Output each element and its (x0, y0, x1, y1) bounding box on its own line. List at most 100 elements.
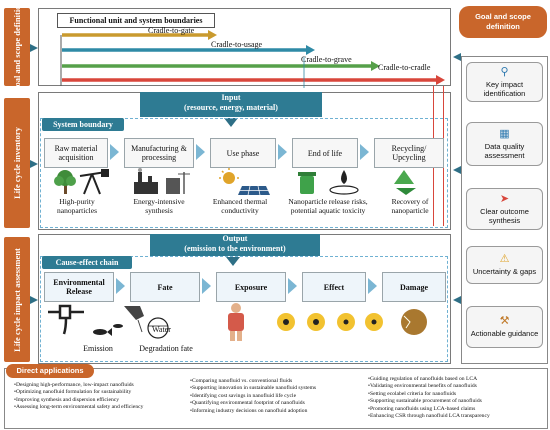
radiation-icon-2 (365, 313, 383, 331)
water-label: Water (152, 325, 171, 334)
bar-label-usage: Cradle-to-usage (211, 40, 263, 49)
cause-effect-label: Cause-effect chain (42, 256, 132, 269)
biohazard-icon (277, 313, 295, 331)
band-impact-label: Life cycle impact assessment (12, 247, 23, 352)
pouring-hand-icon (124, 306, 144, 333)
application-item: Validating environmental benefits of nan… (368, 383, 544, 390)
card-actionable-label: Actionable guidance (470, 329, 539, 338)
applications-col-3: Guiding regulation of nanofluids based o… (368, 376, 544, 420)
application-item: Quantifying environmental footprint of n… (190, 400, 360, 407)
step-end-of-life: End of life (292, 138, 358, 168)
recycle-bin-icon (298, 172, 316, 194)
power-plant-icon (166, 172, 190, 194)
application-item: Assessing long-term environmental safety… (14, 404, 184, 411)
band-inventory: Life cycle inventory (4, 98, 30, 228)
caption-emission: Emission (83, 344, 113, 353)
card-data-quality: ▦ Data quality assessment (466, 122, 543, 166)
application-item: Identifying cost savings in nanofluid li… (190, 393, 360, 400)
chevron-icon (196, 144, 205, 160)
goal-title: Functional unit and system boundaries (57, 13, 215, 28)
beaker-icon (147, 317, 169, 339)
pin-icon: ➤ (499, 192, 510, 205)
drop-ripple-icon (329, 170, 359, 195)
magnifier-icon: ⚲ (500, 65, 509, 78)
bar-label-gate: Cradle-to-gate (148, 26, 195, 35)
step-fate: Fate (130, 272, 200, 302)
damaged-earth-icon (401, 309, 427, 335)
bar-label-cradle: Cradle-to-cradle (378, 63, 431, 72)
chevron-icon (202, 278, 211, 294)
step-exposure: Exposure (216, 272, 286, 302)
card-data-quality-label: Data quality assessment (484, 141, 525, 160)
chevron-icon (368, 278, 377, 294)
card-uncertainty-label: Uncertainty & gaps (472, 267, 537, 276)
step-effect: Effect (302, 272, 366, 302)
band-goal-scope: Goal and scope definition (4, 1, 30, 93)
input-down-arrow (224, 118, 238, 127)
step-damage: Damage (382, 272, 446, 302)
application-item: Guiding regulation of nanofluids based o… (368, 376, 544, 383)
chevron-icon (116, 278, 125, 294)
caption-eol: Nanoparticle release risks, potential aq… (288, 197, 368, 215)
step-release: Environmental Release (44, 272, 114, 302)
application-item: Informing industry decisions on nanoflui… (190, 408, 360, 415)
band-inventory-label: Life cycle inventory (12, 127, 23, 199)
leaking-pipe-icon (48, 304, 84, 335)
application-item: Designing high-performance, low-impact n… (14, 382, 184, 389)
card-clear-outcome: ➤ Clear outcome synthesis (466, 188, 543, 230)
application-item: Comparing nanofluid vs. conventional flu… (190, 378, 360, 385)
caption-recycling: Recovery of nanoparticle (391, 197, 429, 215)
card-actionable: ⚒ Actionable guidance (466, 306, 543, 348)
application-item: Supporting sustainable procurement of na… (368, 398, 544, 405)
applications-col-1: Designing high-performance, low-impact n… (14, 382, 184, 412)
application-item: Enhancing CSR through nanofluid LCA tran… (368, 413, 544, 420)
tools-icon: ⚒ (499, 315, 510, 327)
output-down-arrow (226, 257, 240, 266)
band-impact-assessment: Life cycle impact assessment (4, 237, 30, 362)
bar-label-grave: Cradle-to-grave (301, 55, 352, 64)
step-use-phase: Use phase (210, 138, 276, 168)
solar-panel-icon (238, 185, 270, 196)
system-boundary-frame (40, 118, 448, 228)
application-item: Optimizing nanofluid formulation for sus… (14, 389, 184, 396)
card-uncertainty: ⚠ Uncertainty & gaps (466, 246, 543, 284)
chevron-icon (288, 278, 297, 294)
boundary-bars (60, 30, 445, 88)
system-boundary-label: System boundary (42, 118, 124, 131)
cause-effect-frame (40, 256, 448, 362)
caption-use: Enhanced thermal conductivity (212, 197, 268, 215)
application-item: Setting ecolabel criteria for nanofluids (368, 391, 544, 398)
fish-icon (93, 324, 123, 336)
warning-icon: ⚠ (499, 253, 510, 265)
band-goal-scope-label: Goal and scope definition (12, 0, 22, 94)
caption-degradation: Degradation fate (139, 344, 193, 353)
right-header: Goal and scope definition (459, 6, 547, 38)
factory-icon (134, 168, 158, 194)
band-arrows (30, 44, 38, 304)
human-body-icon (228, 303, 244, 341)
application-item: Promoting nanofluids using LCA-based cla… (368, 406, 544, 413)
oil-pump-icon (79, 169, 109, 195)
card-key-impact-label: Key impact identification (483, 79, 526, 98)
applications-title: Direct applications (6, 364, 94, 378)
output-box: Output (emission to the environment) (150, 234, 320, 256)
inventory-steps: Raw material acquisition Manufacturing &… (44, 138, 444, 168)
recycle-icon (394, 170, 416, 195)
step-manufacturing: Manufacturing & processing (124, 138, 194, 168)
right-panel (461, 56, 548, 364)
right-arrows (453, 53, 461, 304)
application-item: Supporting innovation in sustainable nan… (190, 385, 360, 392)
impact-icons (48, 303, 427, 341)
applications-col-2: Comparing nanofluid vs. conventional flu… (190, 378, 360, 415)
chevron-icon (278, 144, 287, 160)
bar-chart-icon: ▦ (499, 127, 510, 140)
caption-raw: High-purity nanoparticles (57, 197, 97, 215)
step-recycling: Recycling/ Upcycling (374, 138, 444, 168)
tree-icon (54, 170, 76, 194)
card-clear-outcome-label: Clear outcome synthesis (480, 206, 529, 225)
input-box: Input (resource, energy, material) (140, 92, 322, 117)
card-key-impact: ⚲ Key impact identification (466, 62, 543, 102)
inventory-icons (54, 168, 416, 196)
sun-heat-icon (219, 168, 239, 184)
chevron-icon (110, 144, 119, 160)
